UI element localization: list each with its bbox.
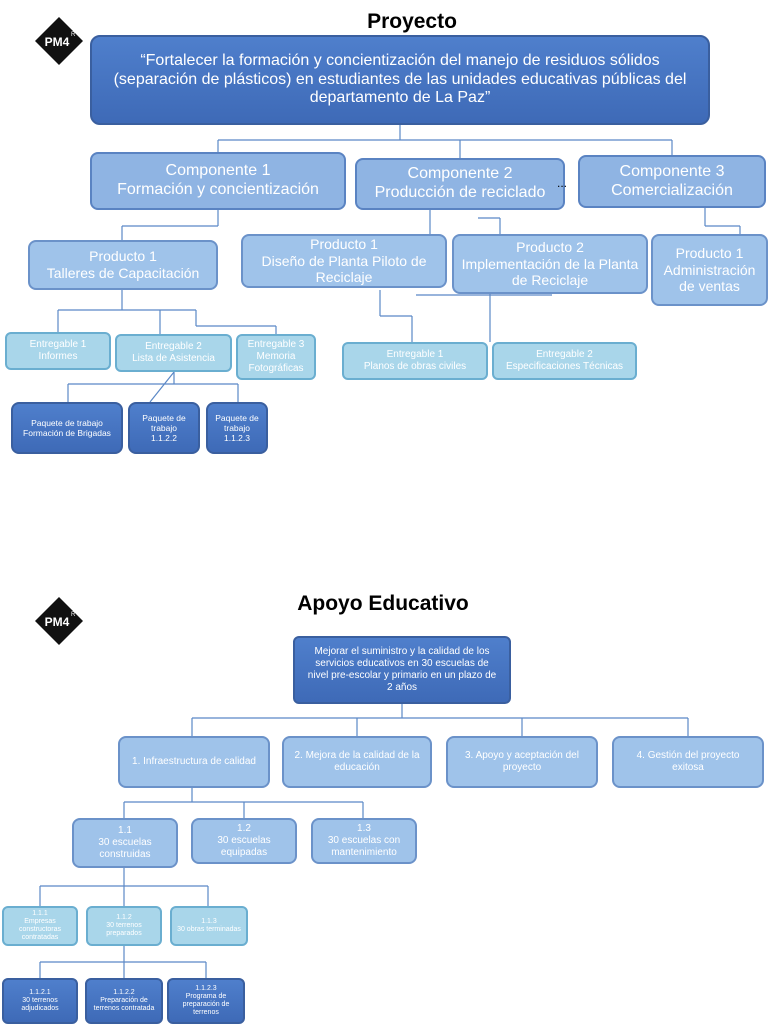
deliverable-asistencia-subtitle: Lista de Asistencia (132, 353, 215, 364)
level4-adjudicados-node: 1.1.2.1 30 terrenos adjudicados (2, 978, 78, 1024)
work-package-1123-text: Paquete de trabajo 1.1.2.3 (215, 412, 259, 443)
level2-equipadas-node: 1.2 30 escuelas equipadas (191, 818, 297, 864)
svg-text:PM4: PM4 (45, 615, 70, 629)
level1-apoyo-text: 3. Apoyo y aceptación del proyecto (465, 750, 579, 773)
product-implementacion-node: Producto 2 Implementación de la Planta d… (452, 234, 648, 294)
deliverable-planos-subtitle: Planos de obras civiles (363, 361, 467, 372)
level4-preparacion-node: 1.1.2.2 Preparación de terrenos contrata… (85, 978, 163, 1024)
work-package-brigadas-node: Paquete de trabajo Formación de Brigadas (11, 402, 123, 454)
work-package-brigadas-text: Paquete de trabajo Formación de Brigadas (23, 417, 111, 438)
level3-obras-text: 30 obras terminadas (177, 926, 241, 933)
deliverable-memoria-title: Entregable 3 (247, 339, 305, 351)
level2-construidas-code: 1.1 (118, 825, 132, 837)
deliverable-informes-subtitle: Informes (38, 351, 78, 362)
level3-terrenos-text: 30 terrenos preparados (106, 921, 142, 938)
level4-programa-text: Programa de preparación de terrenos (182, 992, 230, 1017)
level2-mantenimiento-text: 30 escuelas con mantenimiento (327, 835, 401, 858)
level3-terrenos-node: 1.1.2 30 terrenos preparados (86, 906, 162, 946)
product-diseno-node: Producto 1 Diseño de Planta Piloto de Re… (241, 234, 447, 288)
work-package-1122-text: Paquete de trabajo 1.1.2.2 (142, 412, 186, 443)
level4-preparacion-code: 1.1.2.2 (113, 988, 135, 996)
level2-mantenimiento-node: 1.3 30 escuelas con mantenimiento (311, 818, 417, 864)
section2-title: Apoyo Educativo (297, 592, 469, 615)
component-3-node: Componente 3 Comercialización (578, 155, 766, 208)
component-3-subtitle: Comercialización (611, 181, 733, 199)
level2-equipadas-text: 30 escuelas equipadas (217, 835, 271, 858)
level4-programa-node: 1.1.2.3 Programa de preparación de terre… (167, 978, 245, 1024)
deliverable-especificaciones-node: Entregable 2 Especificaciones Técnicas (492, 342, 637, 380)
apoyo-root-node: Mejorar el suministro y la calidad de lo… (293, 636, 511, 704)
level1-gestion-text: 4. Gestión del proyecto exitosa (636, 750, 740, 773)
section1-connectors (57, 124, 741, 403)
component-2-ellipsis: ... (557, 176, 568, 190)
product-diseno-title: Producto 1 (310, 236, 378, 252)
level3-terrenos-code: 1.1.2 (116, 913, 132, 921)
deliverable-especificaciones-subtitle: Especificaciones Técnicas (505, 361, 624, 372)
product-talleres-node: Producto 1 Talleres de Capacitación (28, 240, 218, 290)
svg-text:R: R (71, 612, 76, 618)
deliverable-informes-node: Entregable 1 Informes (5, 332, 111, 370)
level4-adjudicados-text: 30 terrenos adjudicados (21, 996, 59, 1013)
product-implementacion-subtitle: Implementación de la Planta de Reciclaje (461, 255, 639, 289)
level1-infraestructura-node: 1. Infraestructura de calidad (118, 736, 270, 788)
deliverable-asistencia-node: Entregable 2 Lista de Asistencia (115, 334, 232, 372)
deliverable-memoria-node: Entregable 3 Memoria Fotográficas (236, 334, 316, 380)
product-ventas-node: Producto 1 Administración de ventas (651, 234, 768, 306)
product-implementacion-title: Producto 2 (516, 239, 584, 256)
component-2-title: Componente 2 (407, 165, 513, 183)
level3-obras-code: 1.1.3 (201, 917, 217, 925)
level3-empresas-text: Empresas constructoras contratadas (18, 917, 62, 942)
level4-programa-code: 1.1.2.3 (195, 984, 217, 992)
level2-construidas-text: 30 escuelas construidas (98, 837, 152, 860)
level3-empresas-node: 1.1.1 Empresas constructoras contratadas (2, 906, 78, 946)
level2-mantenimiento-code: 1.3 (357, 823, 371, 835)
level1-calidad-node: 2. Mejora de la calidad de la educación (282, 736, 432, 788)
level3-empresas-code: 1.1.1 (32, 909, 48, 917)
level1-calidad-text: 2. Mejora de la calidad de la educación (294, 750, 420, 773)
level1-gestion-node: 4. Gestión del proyecto exitosa (612, 736, 764, 788)
deliverable-planos-node: Entregable 1 Planos de obras civiles (342, 342, 488, 380)
product-talleres-title: Producto 1 (89, 248, 157, 265)
project-root-node: “Fortalecer la formación y concientizaci… (90, 35, 710, 125)
level1-apoyo-node: 3. Apoyo y aceptación del proyecto (446, 736, 598, 788)
svg-text:R: R (71, 32, 76, 38)
product-diseno-subtitle: Diseño de Planta Piloto de Reciclaje (261, 252, 427, 286)
deliverable-especificaciones-title: Entregable 2 (536, 349, 593, 361)
component-2-subtitle: Producción de reciclado (374, 184, 546, 201)
product-ventas-subtitle: Administración de ventas (663, 261, 756, 295)
product-ventas-title: Producto 1 (675, 245, 744, 262)
level4-adjudicados-code: 1.1.2.1 (29, 988, 51, 996)
deliverable-memoria-subtitle: Memoria Fotográficas (248, 351, 304, 374)
deliverable-planos-title: Entregable 1 (386, 349, 444, 361)
component-1-node: Componente 1 Formación y concientización (90, 152, 346, 210)
svg-text:PM4: PM4 (45, 35, 70, 49)
work-package-1122-node: Paquete de trabajo 1.1.2.2 (128, 402, 200, 454)
pm4-logo-icon: PM4 R (35, 17, 83, 65)
component-3-title: Componente 3 (619, 162, 725, 180)
level4-preparacion-text: Preparación de terrenos contratada (93, 996, 155, 1013)
component-2-node: Componente 2 Producción de reciclado (355, 158, 565, 210)
work-package-1123-node: Paquete de trabajo 1.1.2.3 (206, 402, 268, 454)
deliverable-asistencia-title: Entregable 2 (145, 341, 202, 353)
section1-title: Proyecto (367, 10, 457, 33)
project-root-text: “Fortalecer la formación y concientizaci… (113, 51, 687, 107)
level3-obras-node: 1.1.3 30 obras terminadas (170, 906, 248, 946)
level2-construidas-node: 1.1 30 escuelas construidas (72, 818, 178, 868)
apoyo-root-text: Mejorar el suministro y la calidad de lo… (307, 646, 497, 693)
component-1-title: Componente 1 (165, 162, 271, 180)
deliverable-informes-title: Entregable 1 (29, 339, 87, 351)
pm4-logo-icon: PM4 R (35, 597, 83, 645)
level2-equipadas-code: 1.2 (237, 823, 251, 835)
product-talleres-subtitle: Talleres de Capacitación (46, 265, 200, 281)
component-1-subtitle: Formación y concientización (117, 181, 319, 198)
level1-infraestructura-text: 1. Infraestructura de calidad (132, 756, 256, 768)
